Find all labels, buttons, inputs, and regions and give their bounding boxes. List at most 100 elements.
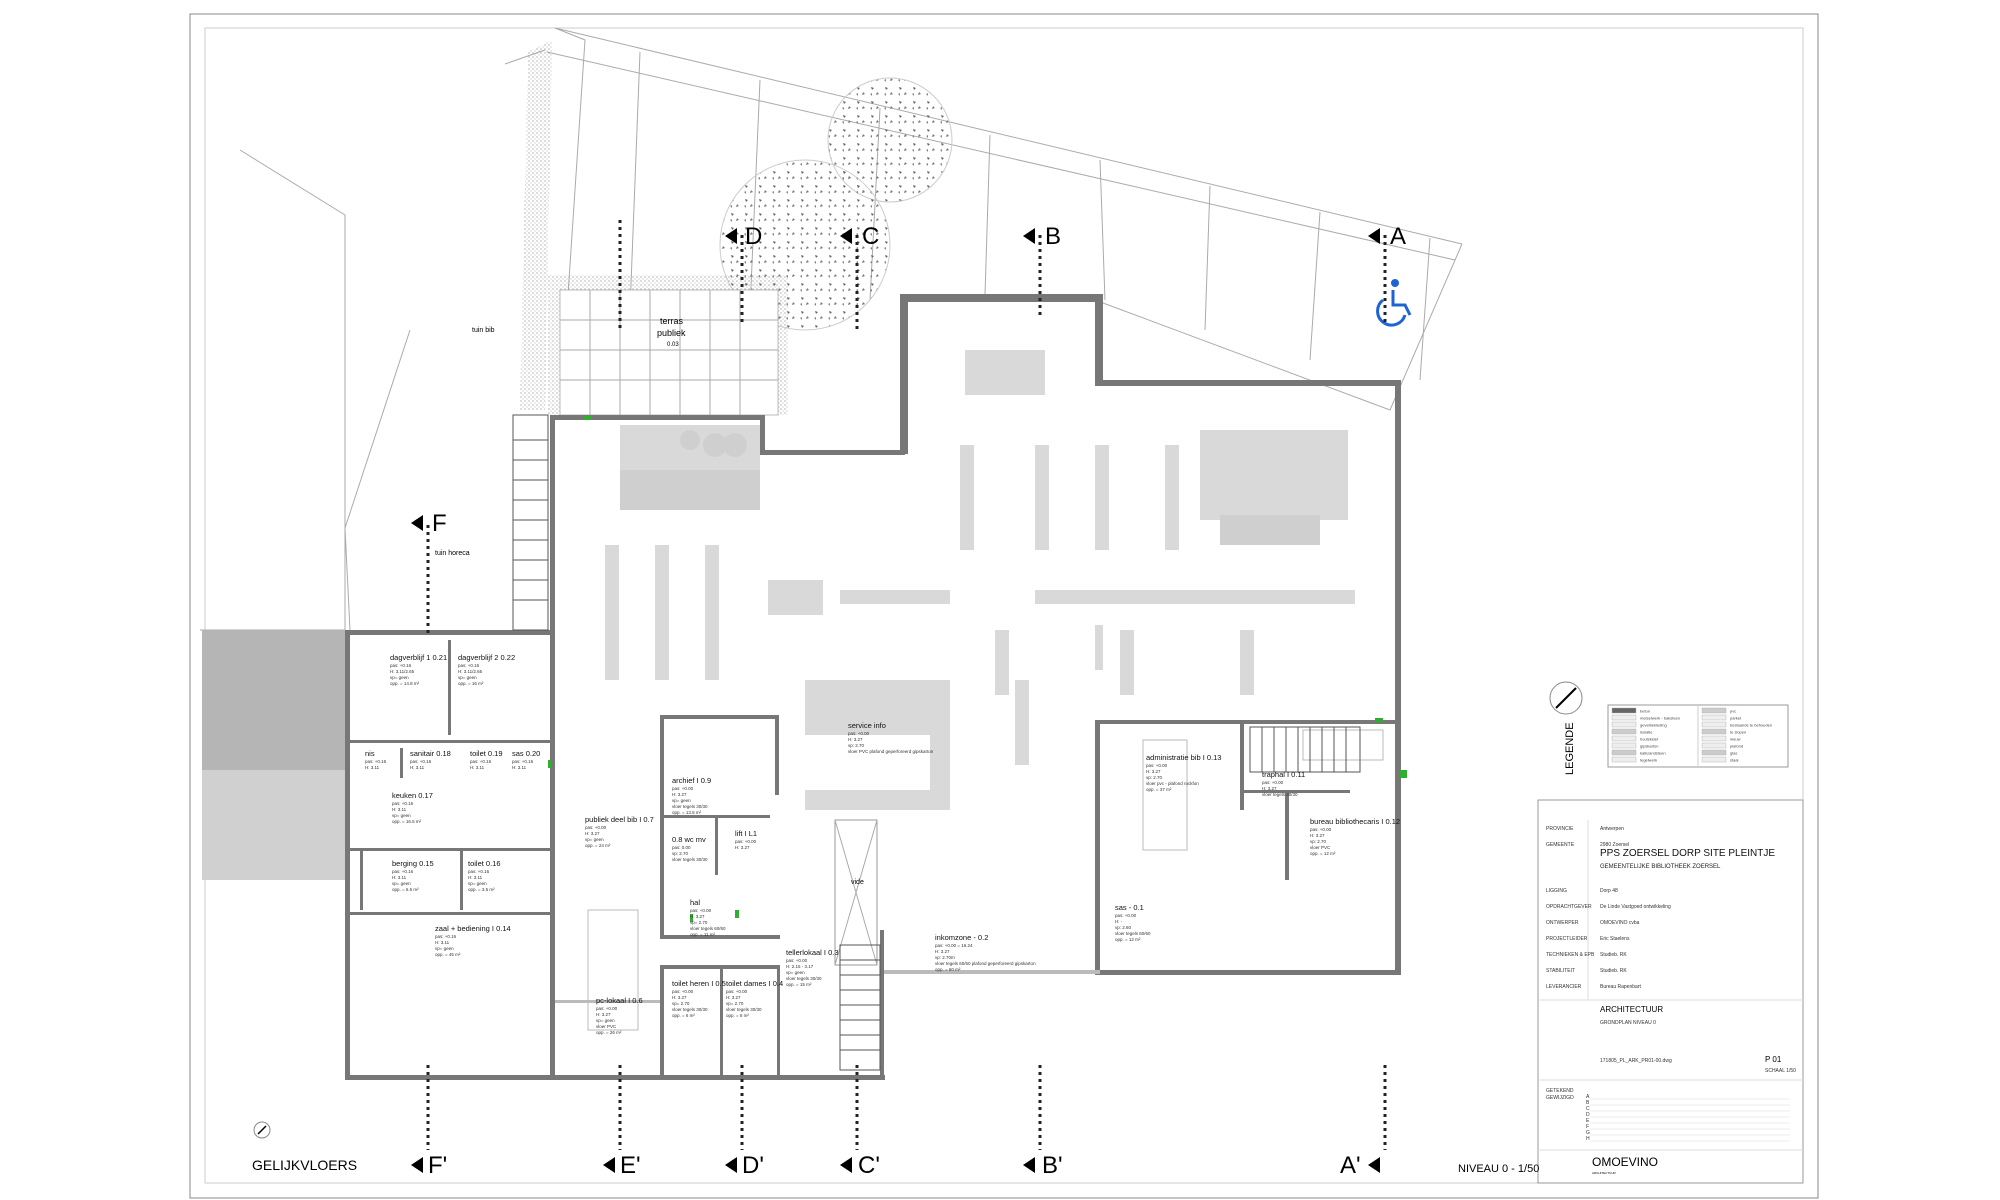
legend-swatch bbox=[1611, 728, 1637, 735]
tb-row-value: Dorp 48 bbox=[1600, 888, 1618, 894]
room-detail-zaal: H: 3.11 bbox=[435, 940, 450, 945]
room-name-toilet019: toilet 0.19 bbox=[470, 749, 503, 758]
room-detail-dagverblijf1: opp. = 14.8 m² bbox=[390, 681, 420, 686]
room-detail-pclokaal: pas: +0.00 bbox=[596, 1006, 618, 1011]
room-detail-archief: pas: +0.00 bbox=[672, 786, 694, 791]
tb-rev-letter: E bbox=[1586, 1118, 1590, 1124]
room-detail-sas01: H: - bbox=[1115, 919, 1123, 924]
legend-swatch bbox=[1701, 714, 1727, 721]
room-name-sas01: sas - 0.1 bbox=[1115, 903, 1144, 912]
room-detail-tellerlokaal: pas: +0.00 bbox=[786, 958, 808, 963]
room-detail-toiletdames: vp= 2.70 bbox=[726, 1001, 744, 1006]
tb-row-value: De Linde Vastgoed ontwikkeling bbox=[1600, 904, 1671, 910]
path-hatch bbox=[520, 40, 552, 410]
niveau-label: NIVEAU 0 - 1/50 bbox=[1458, 1163, 1539, 1175]
neighbour-building-light bbox=[202, 770, 350, 880]
room-detail-toilet016: pas: +0.16 bbox=[468, 869, 490, 874]
room-name-pclokaal: pc-lokaal I 0.6 bbox=[596, 996, 643, 1005]
tb-code: 171805_PL_ARK_PR01-00.dwg bbox=[1600, 1058, 1672, 1064]
legend-swatch bbox=[1611, 707, 1637, 714]
room-detail-publiekdeel: pas: +0.00 bbox=[585, 825, 607, 830]
tb-row-key: GEMEENTE bbox=[1546, 842, 1575, 848]
room-detail-berging: H: 3.11 bbox=[392, 875, 407, 880]
room-name-wcmv: 0.8 wc mv bbox=[672, 835, 706, 844]
tb-sheet: P 01 bbox=[1765, 1055, 1782, 1064]
legend-swatch bbox=[1701, 728, 1727, 735]
room-detail-nis: H: 3.11 bbox=[365, 765, 380, 770]
legend-item-label: te slopen bbox=[1730, 730, 1746, 735]
terrace bbox=[548, 275, 788, 416]
legend-item-label: houtskelet bbox=[1640, 737, 1659, 742]
room-detail-berging: opp. = 6.5 m² bbox=[392, 887, 419, 892]
room-detail-dagverblijf2: pas: +0.16 bbox=[458, 663, 480, 668]
room-detail-traphal: pas: +0.00 bbox=[1262, 780, 1284, 785]
room-detail-toiletdames: pas: +0.00 bbox=[726, 989, 748, 994]
room-detail-inkomzone: vloer tegels 60/60 plafond geperforeerd … bbox=[935, 961, 1036, 966]
legend-item-label: isolatie bbox=[1640, 730, 1653, 735]
room-detail-pclokaal: vp= geen bbox=[596, 1018, 615, 1023]
room-detail-keuken: pas: +0.16 bbox=[392, 801, 414, 806]
room-name-sanitair: sanitair 0.18 bbox=[410, 749, 451, 758]
room-detail-hal: pas: +0.00 bbox=[690, 908, 712, 913]
room-detail-sas020: H: 3.11 bbox=[512, 765, 527, 770]
section-label-c-prime: C' bbox=[858, 1152, 880, 1179]
tb-date-label: GEWIJZIGD bbox=[1546, 1095, 1574, 1101]
terras-label: terras bbox=[660, 316, 684, 326]
room-name-archief: archief I 0.9 bbox=[672, 776, 711, 785]
section-label-c: C bbox=[862, 223, 879, 250]
tb-drawing: GRONDPLAN NIVEAU 0 bbox=[1600, 1020, 1656, 1026]
room-name-dagverblijf2: dagverblijf 2 0.22 bbox=[458, 653, 515, 662]
tb-row-value: Antwerpen bbox=[1600, 826, 1624, 832]
room-detail-keuken: H: 3.11 bbox=[392, 807, 407, 812]
stairs bbox=[512, 414, 1361, 1071]
section-label-a-prime: A' bbox=[1340, 1152, 1361, 1179]
tb-row-key: LIGGING bbox=[1546, 888, 1567, 894]
legend-swatch bbox=[1701, 749, 1727, 756]
section-label-e-prime: E' bbox=[620, 1152, 641, 1179]
room-detail-toiletdames: vloer tegels 30/30 bbox=[726, 1007, 762, 1012]
room-detail-sas01: vloer tegels 60/60 bbox=[1115, 931, 1151, 936]
legend-item-label: glas bbox=[1730, 751, 1737, 756]
legend-swatch bbox=[1611, 735, 1637, 742]
tb-project: PPS ZOERSEL DORP SITE PLEINTJE bbox=[1600, 848, 1775, 859]
tb-discipline: ARCHITECTUUR bbox=[1600, 1005, 1663, 1014]
room-name-publiekdeel: publiek deel bib I 0.7 bbox=[585, 815, 654, 824]
tb-row-key: PROVINCIE bbox=[1546, 826, 1574, 832]
room-detail-publiekdeel: vp= geen bbox=[585, 837, 604, 842]
room-detail-sas01: opp. = 12 m² bbox=[1115, 937, 1141, 942]
vide-label: vide bbox=[851, 879, 864, 886]
room-detail-bureau: opp. = 12 m² bbox=[1310, 851, 1336, 856]
section-arrows bbox=[411, 228, 1380, 1173]
tb-row-key: LEVERANCIER bbox=[1546, 984, 1582, 990]
room-detail-sas01: pas: +0.00 bbox=[1115, 913, 1137, 918]
room-detail-nis: pas: +0.16 bbox=[365, 759, 387, 764]
room-detail-sanitair: H: 3.11 bbox=[410, 765, 425, 770]
room-name-inkomzone: inkomzone - 0.2 bbox=[935, 933, 988, 942]
legende-label: LEGENDE bbox=[1564, 722, 1576, 775]
room-detail-toiletheren: H: 3.27 bbox=[672, 995, 687, 1000]
room-detail-administratie: pas: +0.00 bbox=[1146, 763, 1168, 768]
terras-level-label: 0.03 bbox=[667, 342, 679, 348]
room-name-zaal: zaal + bediening I 0.14 bbox=[435, 924, 511, 933]
room-detail-toiletheren: opp. = 6 m² bbox=[672, 1013, 695, 1018]
room-detail-dagverblijf2: vp= geen bbox=[458, 675, 477, 680]
tb-row-key: TECHNIEKEN & EPB bbox=[1546, 952, 1595, 958]
tb-row-value: Studieb. RK bbox=[1600, 952, 1627, 958]
legend-swatch bbox=[1701, 707, 1727, 714]
tb-rev-letter: D bbox=[1586, 1112, 1590, 1118]
room-detail-service: pas: +0.00 bbox=[848, 731, 870, 736]
room-detail-keuken: vp= geen bbox=[392, 813, 411, 818]
publiek-label: publiek bbox=[657, 328, 686, 338]
legend-swatch bbox=[1701, 735, 1727, 742]
room-detail-inkomzone: H: 3.27 bbox=[935, 949, 950, 954]
room-detail-zaal: opp. = 45 m² bbox=[435, 952, 461, 957]
room-detail-toilet019: pas: +0.16 bbox=[470, 759, 492, 764]
room-name-dagverblijf1: dagverblijf 1 0.21 bbox=[390, 653, 447, 662]
tb-date-label: GETEKEND bbox=[1546, 1088, 1574, 1094]
sheet-border-outer bbox=[189, 13, 1819, 1199]
room-detail-lift: H: 3.27 bbox=[735, 845, 750, 850]
room-name-administratie: administratie bib I 0.13 bbox=[1146, 753, 1221, 762]
